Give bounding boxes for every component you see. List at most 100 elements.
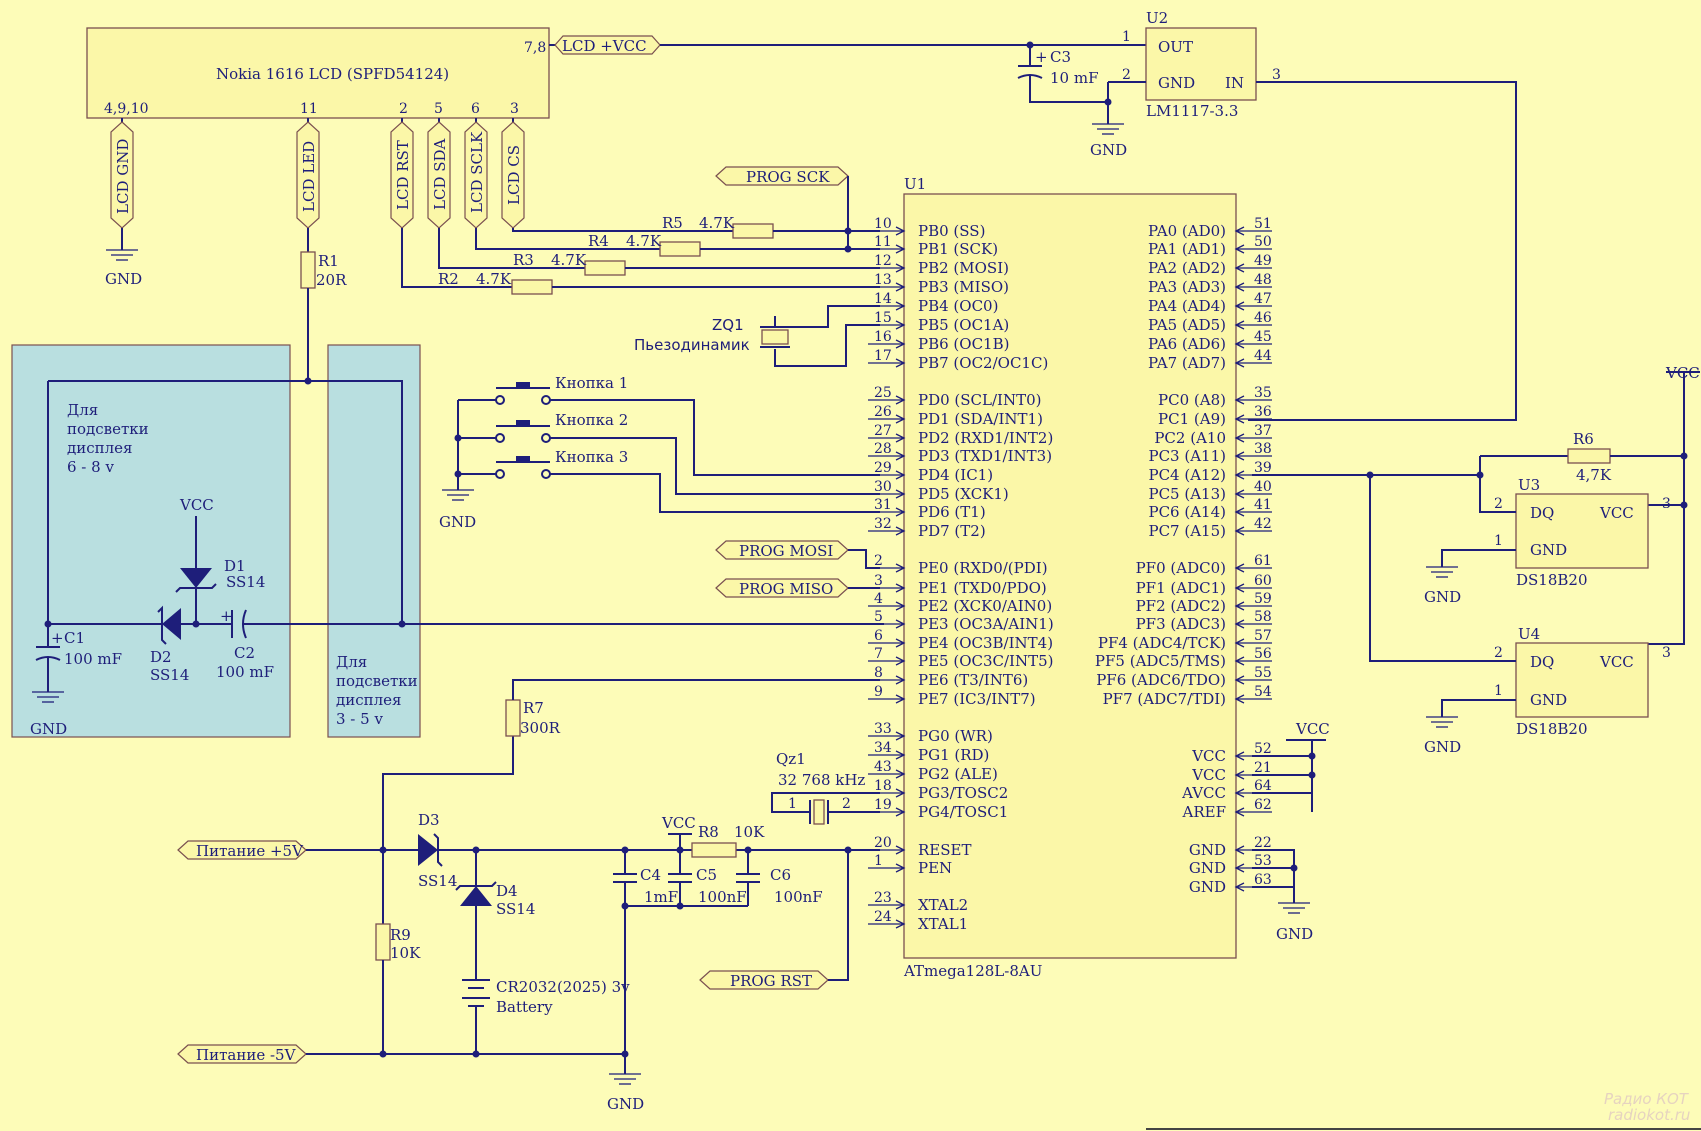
u2-part: LM1117-3.3 <box>1146 102 1238 120</box>
u2-p1: 1 <box>1122 29 1131 45</box>
u1-pin-10: PB0 (SS) <box>918 222 985 240</box>
backlight-region-3-5v <box>327 344 421 738</box>
u3-part: DS18B20 <box>1516 571 1588 589</box>
u1-pin-num-21: 21 <box>1254 760 1272 776</box>
r5-ref: R5 <box>662 214 683 232</box>
u1-pin-60: PF1 (ADC1) <box>1136 579 1226 597</box>
button-2: Кнопка 2 <box>555 411 628 429</box>
r4-ref: R4 <box>588 232 609 250</box>
c1-ref: C1 <box>64 629 85 647</box>
u1-pin-num-34: 34 <box>874 740 892 756</box>
svg-text:+: + <box>1035 48 1048 66</box>
lcd-pin-power: 7,8 <box>524 40 546 56</box>
r6-ref: R6 <box>1573 430 1594 448</box>
u1-pin-58: PF3 (ADC3) <box>1136 615 1226 633</box>
u1-pin-num-60: 60 <box>1254 573 1272 589</box>
u3-dq: DQ <box>1530 504 1554 522</box>
u1-pin-33: PG0 (WR) <box>918 727 993 745</box>
lcd-pin-led: 11 <box>300 101 318 117</box>
backlight-big-l4: 6 - 8 v <box>67 458 114 476</box>
u1-pin-52: VCC <box>1191 747 1226 765</box>
u1-pin-num-29: 29 <box>874 460 892 476</box>
u1-pin-num-38: 38 <box>1254 441 1272 457</box>
u3-ref: U3 <box>1518 476 1540 494</box>
c2-ref: C2 <box>234 644 255 662</box>
qz1-ref: Qz1 <box>776 750 806 768</box>
u1-pin-num-46: 46 <box>1254 310 1272 326</box>
u2-in: IN <box>1225 74 1244 92</box>
u2-ref: U2 <box>1146 9 1168 27</box>
d2-ref: D2 <box>150 648 172 666</box>
d4-ref: D4 <box>496 882 518 900</box>
u1-pin-59: PF2 (ADC2) <box>1136 597 1226 615</box>
u1-pin-43: PG2 (ALE) <box>918 765 998 783</box>
lcd-vcc-net: LCD +VCC <box>549 35 1146 55</box>
u1-pin-1: PEN <box>918 859 952 877</box>
u1-pin-num-17: 17 <box>874 348 892 364</box>
lcd-sclk-tag: LCD SCLK <box>468 131 486 213</box>
r5-val: 4.7K <box>699 214 735 232</box>
u2-regulator: U2 OUT GND IN LM1117-3.3 1 2 3 + C3 10 m… <box>1017 9 1517 421</box>
r3-val: 4.7K <box>551 251 587 269</box>
u1-pin-num-10: 10 <box>874 216 892 232</box>
u1-pin-num-24: 24 <box>874 909 892 925</box>
u1-pin-num-15: 15 <box>874 310 892 326</box>
u1-pin-num-48: 48 <box>1254 272 1272 288</box>
power-section: Питание +5V Питание -5V R7 300R R9 10K D… <box>177 679 880 1113</box>
u1-pin-num-59: 59 <box>1254 591 1272 607</box>
u1-pin-19: PG4/TOSC1 <box>918 803 1008 821</box>
r3-ref: R3 <box>513 251 534 269</box>
u1-pin-49: PA2 (AD2) <box>1148 259 1226 277</box>
u1-pin-24: XTAL1 <box>918 915 968 933</box>
u1-power-connections: VCC GND <box>1252 720 1330 943</box>
backlight-big-l3: дисплея <box>67 439 133 457</box>
backlight-small-l2: подсветки <box>336 672 418 690</box>
u1-pin-num-55: 55 <box>1254 665 1272 681</box>
u1-pin-num-18: 18 <box>874 778 892 794</box>
prog-sck-net: PROG SCK <box>715 166 852 253</box>
u1-pin-num-53: 53 <box>1254 853 1272 869</box>
c4-val: 1mF <box>644 888 678 906</box>
u1-pin-8: PE6 (T3/INT6) <box>918 671 1028 689</box>
u1-pin-num-61: 61 <box>1254 553 1272 569</box>
u1-pin-num-44: 44 <box>1254 348 1272 364</box>
u1-pin-29: PD4 (IC1) <box>918 466 993 484</box>
r6-val: 4,7K <box>1576 466 1612 484</box>
u1-pin-39: PC4 (A12) <box>1148 466 1226 484</box>
u1-pin-num-33: 33 <box>874 721 892 737</box>
u3-p3: 3 <box>1662 496 1671 512</box>
prog-sck-tag: PROG SCK <box>746 168 830 186</box>
c5-ref: C5 <box>696 866 717 884</box>
u1-pin-num-8: 8 <box>874 665 883 681</box>
u1-pin-27: PD2 (RXD1/INT2) <box>918 429 1053 447</box>
c3-val: 10 mF <box>1050 69 1099 87</box>
u4-ref: U4 <box>1518 625 1540 643</box>
u1-pin-41: PC6 (A14) <box>1148 503 1226 521</box>
u1-pin-num-32: 32 <box>874 516 892 532</box>
u1-pin-num-57: 57 <box>1254 628 1272 644</box>
d2-val: SS14 <box>150 666 189 684</box>
u2-out: OUT <box>1158 38 1193 56</box>
u4-p2: 2 <box>1494 645 1503 661</box>
qz1-p1: 1 <box>788 796 797 812</box>
backlight-small-l4: 3 - 5 v <box>336 710 383 728</box>
u1-pin-num-51: 51 <box>1254 216 1272 232</box>
u1-pin-num-45: 45 <box>1254 329 1272 345</box>
d1-ref: D1 <box>224 557 246 575</box>
u1-pin-57: PF4 (ADC4/TCK) <box>1098 634 1226 652</box>
u1-pin-num-42: 42 <box>1254 516 1272 532</box>
r1-val: 20R <box>316 271 347 289</box>
u1-pin-num-20: 20 <box>874 835 892 851</box>
qz1-freq: 32 768 kHz <box>778 771 865 789</box>
u1-pin-num-13: 13 <box>874 272 892 288</box>
gnd-label-power: GND <box>607 1095 644 1113</box>
qz1-crystal: Qz1 32 768 kHz 1 2 <box>771 750 880 825</box>
u1-pin-20: RESET <box>918 841 971 859</box>
u1-pin-14: PB4 (OC0) <box>918 297 998 315</box>
u3-p1: 1 <box>1494 533 1503 549</box>
lcd-pin-cs: 3 <box>510 101 519 117</box>
vcc-label-u1: VCC <box>1295 720 1330 738</box>
lcd-rst-tag: LCD RST <box>394 140 412 210</box>
